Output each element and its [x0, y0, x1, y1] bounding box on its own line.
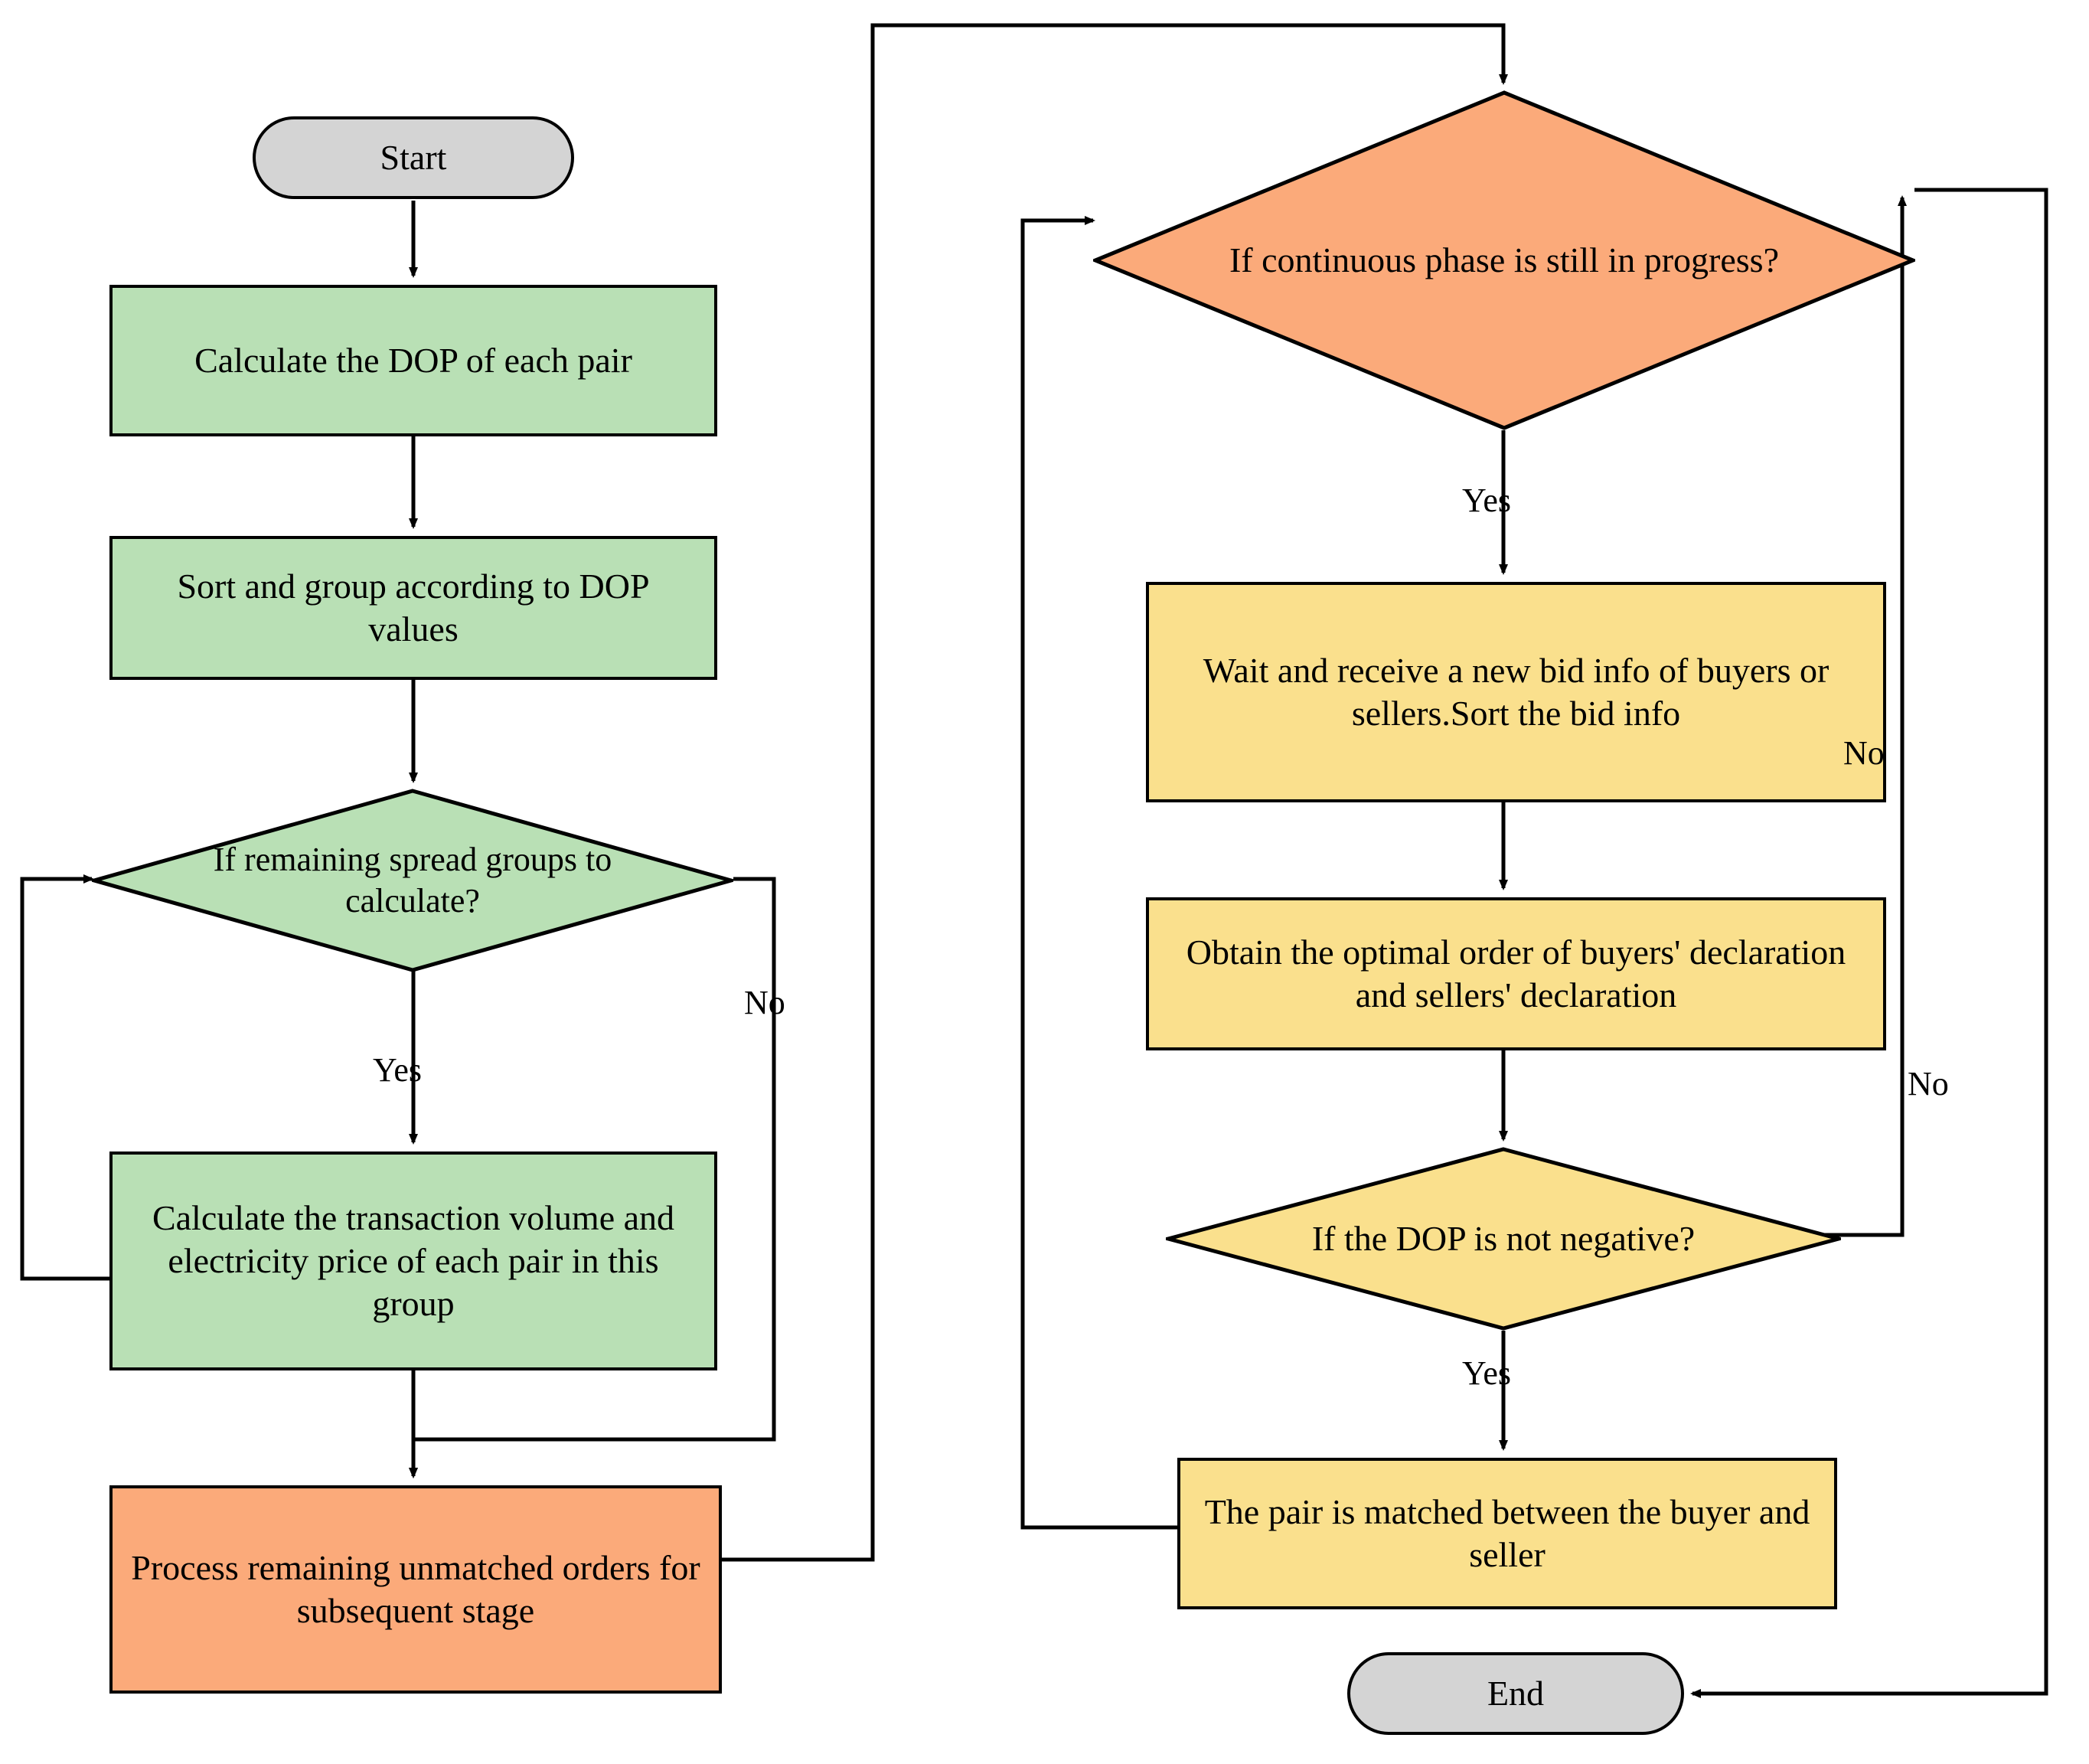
- node-calculate-volume[interactable]: Calculate the transaction volume and ele…: [109, 1152, 717, 1370]
- node-pair-matched-label: The pair is matched between the buyer an…: [1204, 1491, 1810, 1574]
- node-process-remaining[interactable]: Process remaining unmatched orders for s…: [109, 1485, 722, 1694]
- node-remaining-groups-decision[interactable]: If remaining spread groups to calculate?: [92, 789, 733, 972]
- diamond-shape: [92, 789, 733, 972]
- node-continuous-phase-decision[interactable]: If continuous phase is still in progress…: [1093, 90, 1915, 430]
- node-end[interactable]: End: [1347, 1652, 1684, 1735]
- node-start-label: Start: [380, 137, 447, 177]
- edge-label-remaining-no: No: [744, 984, 785, 1021]
- node-sort-group-label: Sort and group according to DOP values: [177, 566, 650, 648]
- node-wait-bid-info-label: Wait and receive a new bid info of buyer…: [1203, 650, 1830, 733]
- node-process-remaining-label: Process remaining unmatched orders for s…: [131, 1547, 700, 1630]
- edge-label-dop-yes: Yes: [1462, 1354, 1512, 1392]
- node-continuous-phase-label: If continuous phase is still in progress…: [1229, 240, 1779, 279]
- node-remaining-groups-label: If remaining spread groups to calculate?: [213, 841, 612, 920]
- edge-label-continuous-yes: Yes: [1462, 482, 1512, 519]
- node-calculate-volume-label: Calculate the transaction volume and ele…: [152, 1197, 675, 1324]
- node-pair-matched[interactable]: The pair is matched between the buyer an…: [1177, 1458, 1837, 1609]
- diamond-shape: [1166, 1147, 1841, 1331]
- node-calculate-dop-label: Calculate the DOP of each pair: [194, 340, 632, 380]
- edge-label-continuous-no: No: [1908, 1065, 1949, 1102]
- node-end-label: End: [1487, 1673, 1545, 1713]
- node-calculate-dop[interactable]: Calculate the DOP of each pair: [109, 285, 717, 436]
- node-obtain-optimal-order[interactable]: Obtain the optimal order of buyers' decl…: [1146, 897, 1886, 1050]
- node-dop-negative-label: If the DOP is not negative?: [1311, 1218, 1696, 1258]
- node-dop-negative-decision[interactable]: If the DOP is not negative?: [1166, 1147, 1841, 1331]
- diamond-shape: [1093, 90, 1915, 430]
- node-start[interactable]: Start: [253, 116, 574, 199]
- edge-label-remaining-yes: Yes: [373, 1051, 423, 1089]
- node-wait-bid-info[interactable]: Wait and receive a new bid info of buyer…: [1146, 582, 1886, 802]
- node-sort-group[interactable]: Sort and group according to DOP values: [109, 536, 717, 680]
- edge-label-dop-no: No: [1843, 734, 1885, 772]
- node-obtain-optimal-order-label: Obtain the optimal order of buyers' decl…: [1186, 932, 1846, 1014]
